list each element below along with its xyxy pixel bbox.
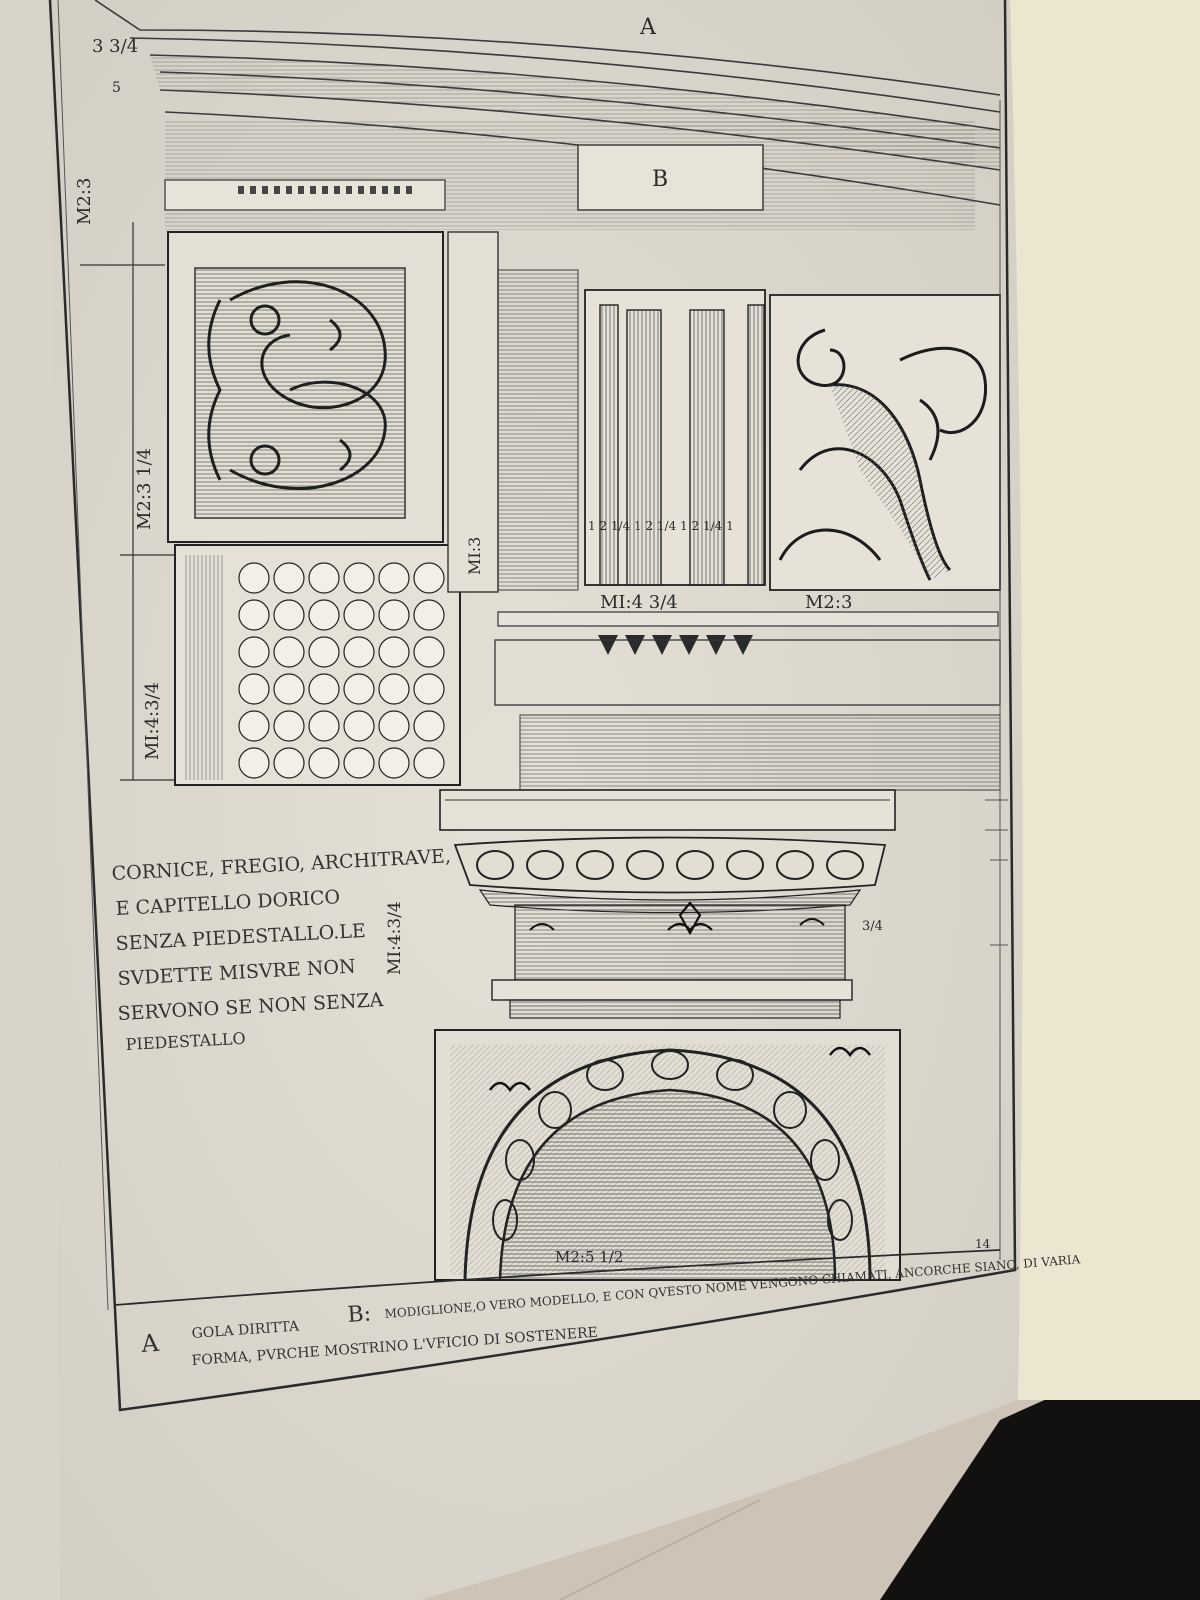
triglyph <box>584 289 766 586</box>
roundel <box>378 747 410 779</box>
roundel <box>238 562 270 594</box>
letter-a-label: A <box>639 15 657 40</box>
frac-3-4-capital: 3/4 <box>862 919 883 934</box>
roundel <box>308 636 340 668</box>
letter-b-label: B <box>652 167 668 192</box>
top-left-sub: 5 <box>112 80 121 96</box>
plate-frame <box>48 0 1017 1412</box>
roundel <box>343 673 375 705</box>
roundel <box>273 673 305 705</box>
roundel <box>273 710 305 742</box>
roundel <box>308 599 340 631</box>
legend-key-a: A <box>139 1329 160 1358</box>
dim-m2-3-1-4: M2:3 1/4 <box>134 448 155 530</box>
roundel <box>378 710 410 742</box>
roundel <box>413 562 445 594</box>
doric-capital <box>439 789 896 1019</box>
roundel <box>378 673 410 705</box>
roundel <box>343 710 375 742</box>
page-number: 14 <box>975 1237 991 1251</box>
taenia-guttae <box>494 611 1001 791</box>
roundel <box>413 747 445 779</box>
roundel <box>273 747 305 779</box>
legend-key-b: B: <box>347 1301 372 1328</box>
architrave-pilaster <box>447 231 579 593</box>
dim-mi-4-left: MI:4:3/4 <box>142 682 163 760</box>
dim-mi-4-capital: MI:4:3/4 <box>385 901 405 975</box>
dim-m2-3-left: M2:3 <box>74 178 95 225</box>
modillion-band <box>164 120 975 230</box>
roundel <box>343 747 375 779</box>
top-left-fraction: 3 3/4 <box>92 36 138 57</box>
roundel <box>273 562 305 594</box>
arch-panel <box>434 1029 901 1281</box>
roundel <box>413 636 445 668</box>
bucranium-metope <box>769 294 1001 591</box>
roundel <box>238 636 270 668</box>
roundel <box>308 710 340 742</box>
roundel <box>308 747 340 779</box>
roundel <box>273 636 305 668</box>
scroll-metope <box>167 231 444 543</box>
roundel <box>308 673 340 705</box>
dim-mi-4-center: MI:4 3/4 <box>600 592 678 613</box>
roundel <box>343 636 375 668</box>
dim-mi-3-center: MI:3 <box>465 537 484 575</box>
roundel <box>343 562 375 594</box>
roundel <box>378 562 410 594</box>
triglyph-marks: 1 2 1/4 1 2 1/4 1 2 1/4 1 <box>588 519 734 533</box>
roundel <box>308 562 340 594</box>
roundel <box>378 599 410 631</box>
roundel <box>273 599 305 631</box>
dim-m2-3-right: M2:3 <box>805 592 852 613</box>
roundel <box>378 636 410 668</box>
dim-m2-5: M2:5 1/2 <box>555 1248 623 1266</box>
roundel <box>413 673 445 705</box>
roundel <box>413 599 445 631</box>
roundel <box>413 710 445 742</box>
roundel <box>238 747 270 779</box>
roundel-panel <box>174 544 461 786</box>
roundel <box>238 673 270 705</box>
roundel <box>343 599 375 631</box>
right-wall <box>1000 0 1200 1400</box>
roundel <box>238 599 270 631</box>
legend-gola: GOLA DIRITTA <box>191 1318 300 1342</box>
roundel <box>238 710 270 742</box>
